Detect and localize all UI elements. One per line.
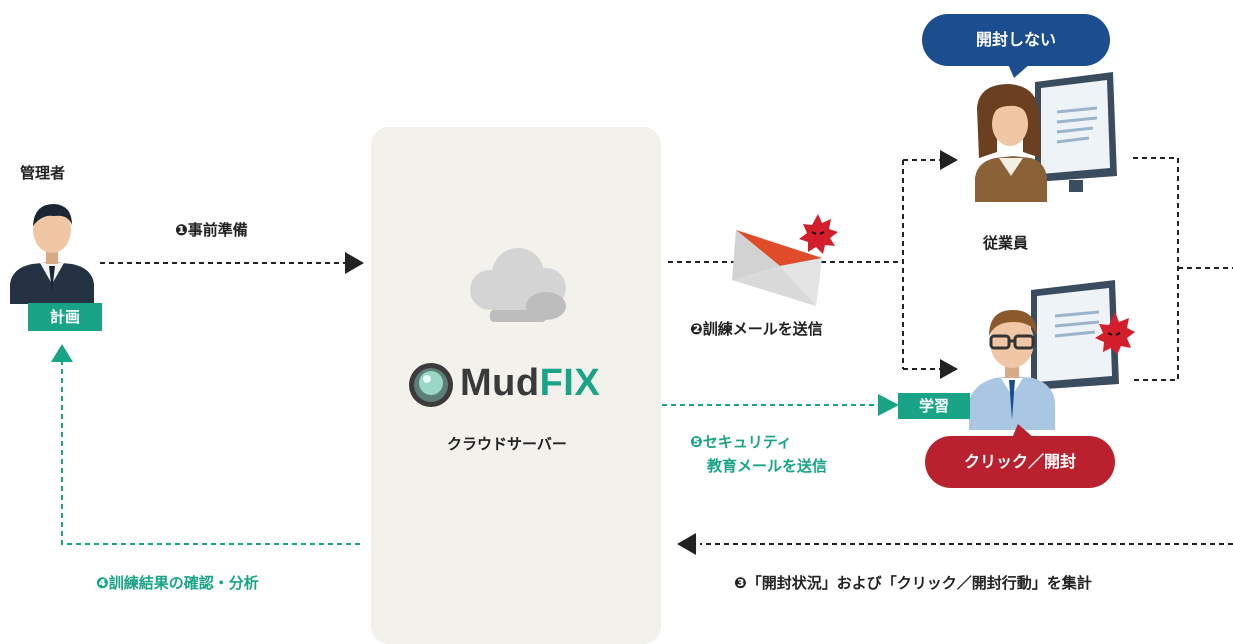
step1-label: ❶事前準備 (175, 221, 248, 239)
mudfix-logo-text: MudFIX (460, 362, 600, 405)
step3-arrowhead (677, 533, 696, 555)
step5-line1: ❺セキュリティ (690, 433, 792, 451)
employee-feedback-line (1133, 157, 1233, 381)
admin-person-icon (6, 192, 98, 304)
to-man-arrowhead (940, 359, 958, 379)
virus-icon (1095, 312, 1135, 355)
cloud-icon (462, 240, 572, 330)
computer-monitor-icon (1035, 72, 1117, 192)
step4-arrowhead (51, 344, 73, 362)
computer-monitor-icon (1031, 280, 1135, 390)
server-caption: クラウドサーバー (447, 435, 567, 453)
learn-badge: 学習 (898, 393, 970, 419)
logo-mud: Mud (460, 362, 540, 404)
step5-arrowhead (878, 394, 899, 416)
employee-woman-icon (965, 72, 1135, 202)
click-open-bubble-tail (1012, 424, 1034, 438)
admin-label: 管理者 (20, 164, 66, 182)
step4-line (61, 362, 360, 545)
step4-label: ❹訓練結果の確認・分析 (96, 574, 259, 592)
employees-label: 従業員 (983, 234, 1029, 252)
logo-fix: FIX (539, 362, 601, 404)
not-open-bubble: 開封しない (922, 14, 1110, 66)
step5-line2: 教育メールを送信 (707, 457, 828, 475)
click-open-bubble: クリック／開封 (925, 436, 1115, 488)
step2-label: ❷訓練メールを送信 (690, 320, 823, 338)
not-open-bubble-tail (1008, 64, 1030, 78)
warning-email-icon (730, 210, 840, 310)
step5-label: ❺セキュリティ 教育メールを送信 (690, 430, 827, 478)
mudfix-logo-icon (408, 362, 454, 408)
step3-label: ❸「開封状況」および「クリック／開封行動」を集計 (734, 574, 1092, 592)
plan-badge: 計画 (28, 303, 102, 331)
virus-icon (799, 214, 838, 254)
to-woman-arrowhead (940, 150, 958, 170)
step1-arrowhead (345, 252, 364, 274)
employee-man-icon (965, 280, 1135, 430)
